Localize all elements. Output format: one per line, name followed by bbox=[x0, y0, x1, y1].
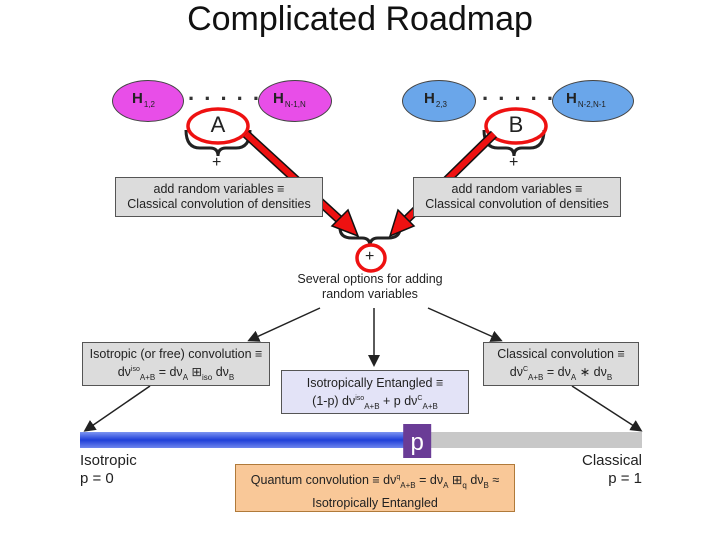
node-hn2n1 bbox=[552, 80, 634, 122]
page-title: Complicated Roadmap bbox=[187, 0, 533, 38]
slider-fill-blue bbox=[80, 432, 418, 448]
node-hn1n bbox=[258, 80, 332, 122]
node-h23-label: H2,3 bbox=[424, 90, 447, 109]
plus-right: + bbox=[509, 154, 519, 171]
slider-marker: p bbox=[403, 424, 432, 458]
entangled-box: Isotropically Entangled ≡ (1-p) dνisoA+B… bbox=[281, 370, 469, 414]
arrow-to-classical bbox=[427, 307, 503, 342]
label-a: A bbox=[210, 112, 226, 137]
dots-left: . . . . . bbox=[188, 80, 262, 105]
quantum-convolution-box: Quantum convolution ≡ dνqA+B = dνA ⊞q dν… bbox=[235, 464, 515, 512]
svg-text:p: p bbox=[411, 429, 424, 456]
dots-right: . . . . . bbox=[482, 80, 556, 105]
arrow-to-right-end bbox=[571, 385, 643, 432]
brace-left bbox=[184, 129, 252, 157]
plus-left: + bbox=[212, 154, 222, 171]
plus-center: + bbox=[365, 248, 375, 265]
classical-densities-box-left: add random variables ≡Classical convolut… bbox=[115, 177, 323, 217]
node-hn1n-label: HN-1,N bbox=[273, 90, 306, 109]
label-b: B bbox=[508, 112, 524, 137]
arrow-to-isotropic bbox=[247, 307, 321, 342]
circle-b bbox=[484, 107, 548, 145]
circle-a bbox=[186, 107, 250, 145]
node-hn2n1-label: HN-2,N-1 bbox=[566, 90, 606, 109]
classical-convolution-box: Classical convolution ≡ dνCA+B = dνA ∗ d… bbox=[483, 342, 639, 386]
isotropic-convolution-box: Isotropic (or free) convolution ≡ dνisoA… bbox=[82, 342, 270, 386]
node-h12-label: H1,2 bbox=[132, 90, 155, 109]
node-h12 bbox=[112, 80, 184, 122]
node-h23 bbox=[402, 80, 476, 122]
circle-plus bbox=[355, 243, 387, 273]
brace-right bbox=[482, 129, 546, 157]
arrow-to-left-end bbox=[83, 385, 151, 432]
classical-densities-box-right: add random variables ≡Classical convolut… bbox=[413, 177, 621, 217]
